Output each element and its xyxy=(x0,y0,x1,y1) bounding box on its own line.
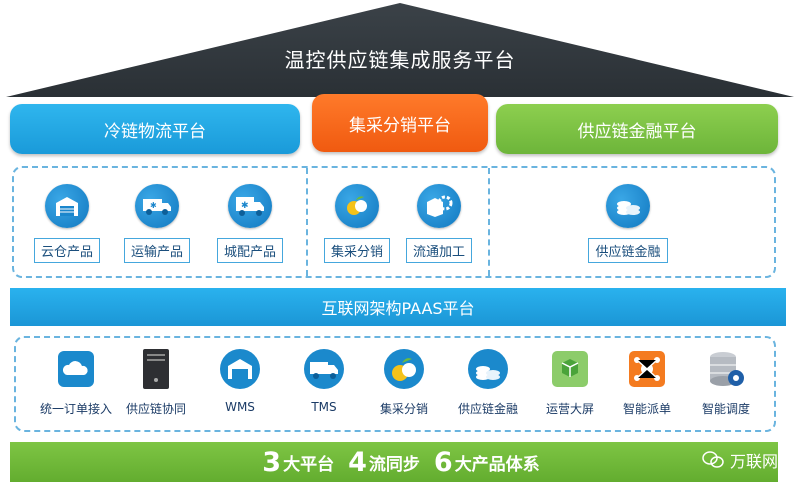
cloud-icon xyxy=(55,348,97,390)
summary-text: 大产品体系 xyxy=(454,454,540,475)
system-label: 智能调度 xyxy=(701,402,750,416)
product-label: 城配产品 xyxy=(216,238,283,263)
system-label: 集采分销 xyxy=(379,402,428,416)
truck-icon: ✱ xyxy=(228,184,272,228)
database-gear-icon xyxy=(705,348,747,390)
roof-banner xyxy=(6,3,794,97)
van-icon: ✱ xyxy=(135,184,179,228)
system-order-intake: 统一订单接入 xyxy=(34,348,118,417)
product-label: 云仓产品 xyxy=(33,238,100,263)
procurement-distribution-platform: 集采分销平台 xyxy=(312,94,488,152)
product-divider xyxy=(488,168,490,276)
product-label: 流通加工 xyxy=(405,238,472,263)
system-dashboard: 运营大屏 xyxy=(528,348,612,417)
product-label: 集采分销 xyxy=(323,238,390,263)
system-tms: TMS xyxy=(282,348,366,414)
system-label: WMS xyxy=(225,400,255,414)
system-finance: 供应链金融 xyxy=(446,348,530,417)
product-processing: 流通加工 xyxy=(394,184,484,263)
coins-icon xyxy=(467,348,509,390)
system-scheduling: 智能调度 xyxy=(684,348,768,417)
network-icon xyxy=(626,348,668,390)
system-label: 供应链金融 xyxy=(457,402,518,416)
product-cloud-warehouse: 云仓产品 xyxy=(22,184,112,263)
supply-chain-finance-platform: 供应链金融平台 xyxy=(496,104,778,154)
svg-text:✱: ✱ xyxy=(241,201,249,211)
summary-number: 4 xyxy=(348,446,367,478)
cold-chain-platform: 冷链物流平台 xyxy=(10,104,300,154)
system-group-box xyxy=(14,336,776,432)
system-label: 统一订单接入 xyxy=(39,402,112,416)
warehouse-icon xyxy=(45,184,89,228)
fruit-icon xyxy=(383,348,425,390)
system-label: 智能派单 xyxy=(622,402,671,416)
product-group-box xyxy=(12,166,776,278)
product-label: 供应链金融 xyxy=(588,238,668,263)
system-procurement: 集采分销 xyxy=(362,348,446,417)
warehouse-icon xyxy=(219,348,261,390)
system-label: 供应链协同 xyxy=(125,402,186,416)
summary-text: 大平台 xyxy=(283,454,335,475)
summary-number: 3 xyxy=(262,446,282,478)
summary-text: 流同步 xyxy=(368,454,420,475)
wechat-icon xyxy=(702,451,724,468)
brand-watermark: 万联网 xyxy=(702,448,778,472)
summary-number: 6 xyxy=(433,446,453,478)
server-icon xyxy=(135,348,177,390)
product-finance: 供应链金融 xyxy=(583,184,673,263)
svg-text:✱: ✱ xyxy=(150,201,157,210)
system-label: 运营大屏 xyxy=(545,402,594,416)
summary-bar: 3 大平台 4 流同步 6 大产品体系 xyxy=(10,442,778,482)
system-dispatch: 智能派单 xyxy=(605,348,689,417)
product-procurement: 集采分销 xyxy=(312,184,402,263)
paas-platform-bar: 互联网架构PAAS平台 xyxy=(10,288,786,326)
gear-box-icon xyxy=(417,184,461,228)
van-icon xyxy=(303,348,345,390)
roof-title: 温控供应链集成服务平台 xyxy=(284,48,516,72)
brand-name: 万联网 xyxy=(729,452,778,471)
system-collaboration: 供应链协同 xyxy=(114,348,198,417)
product-label: 运输产品 xyxy=(123,238,190,263)
coins-icon xyxy=(606,184,650,228)
product-divider xyxy=(306,168,308,276)
system-label: TMS xyxy=(311,400,337,414)
product-city-delivery: ✱ 城配产品 xyxy=(205,184,295,263)
cubes-icon xyxy=(549,348,591,390)
fruit-icon xyxy=(335,184,379,228)
product-transport: ✱ 运输产品 xyxy=(112,184,202,263)
system-wms: WMS xyxy=(198,348,282,414)
